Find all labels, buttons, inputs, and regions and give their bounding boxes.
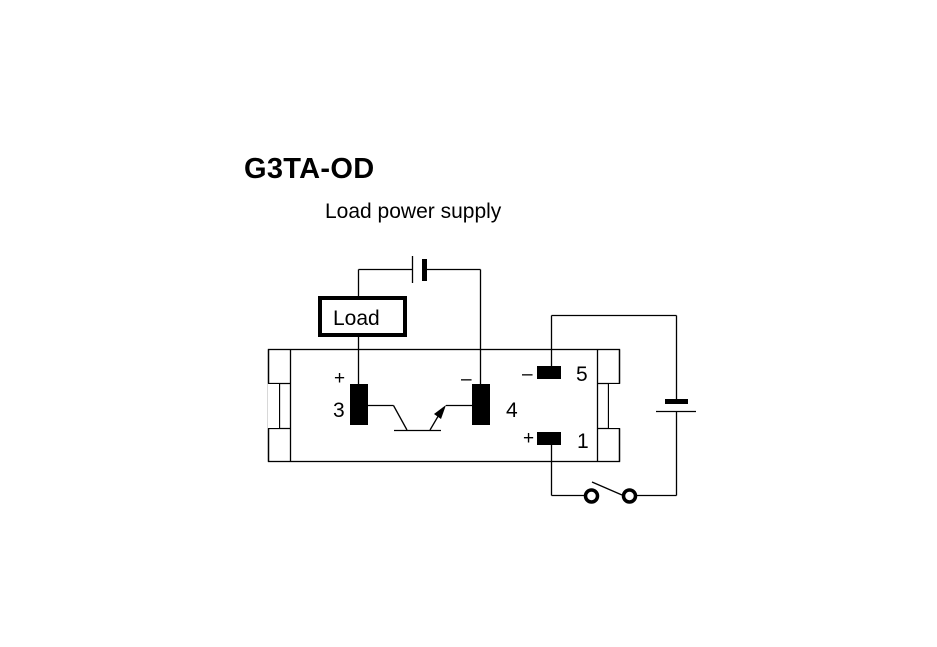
transistor-arrow-icon [434, 405, 446, 419]
terminal-3-pad [350, 384, 368, 425]
transistor-collector [392, 405, 408, 431]
terminal-5-number: 5 [576, 363, 588, 386]
switch-lever [591, 481, 623, 496]
relay-body [267, 348, 621, 463]
terminal-3-polarity: + [334, 368, 345, 389]
load-box [318, 296, 407, 337]
terminal-3-number: 3 [333, 399, 345, 422]
input-battery-short-plate [665, 399, 688, 404]
supply-battery-short-plate [422, 259, 427, 281]
terminal-4-number: 4 [506, 399, 518, 422]
terminal-1-polarity: + [523, 428, 534, 449]
diagram-title: G3TA-OD [244, 153, 375, 185]
switch-contact-right [621, 488, 638, 504]
switch-contact-left [583, 488, 600, 504]
terminal-4-polarity: – [461, 369, 472, 390]
terminal-5-pad [537, 366, 561, 379]
load-power-supply-label: Load power supply [325, 200, 502, 223]
terminal-1-pad [537, 432, 561, 445]
terminal-1-number: 1 [577, 430, 589, 453]
terminal-5-polarity: – [522, 364, 533, 385]
terminal-4-pad [472, 384, 490, 425]
load-label: Load [333, 307, 380, 330]
